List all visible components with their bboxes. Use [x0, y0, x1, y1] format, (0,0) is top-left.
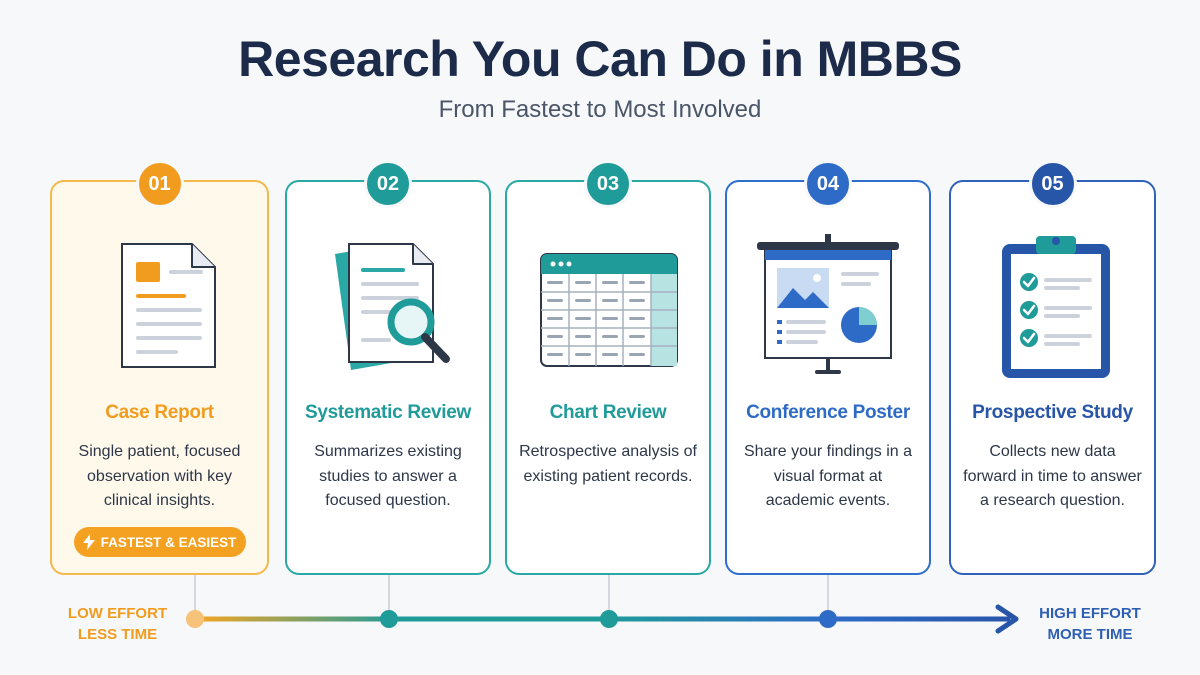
high-effort-label: HIGH EFFORT MORE TIME	[1030, 603, 1150, 645]
low-effort-line: LOW EFFORT	[67, 605, 168, 622]
milestone-dot	[186, 610, 204, 628]
card-title: Systematic Review	[305, 402, 471, 423]
card-description: Collects new data forward in time to ans…	[963, 443, 1142, 509]
card-prospective-study: 05 Prospective Study Collects	[949, 160, 1156, 575]
step-number-badge: 01	[135, 160, 184, 208]
card-chart-review: 03	[505, 160, 711, 575]
card-title: Prospective Study	[972, 402, 1133, 423]
milestone-dot	[819, 610, 837, 628]
less-time-line: LESS TIME	[77, 626, 158, 643]
milestone-dot	[380, 610, 398, 628]
lightning-icon	[82, 534, 95, 550]
card-title: Conference Poster	[746, 402, 910, 423]
card-description: Single patient, focused observation with…	[78, 443, 241, 509]
page-subtitle: From Fastest to Most Involved	[438, 96, 762, 123]
clipboard-checklist-icon	[978, 232, 1128, 382]
effort-axis	[186, 575, 1019, 634]
more-time-line: MORE TIME	[1047, 626, 1133, 643]
page-title: Research You Can Do in MBBS	[238, 31, 962, 87]
magnifier-documents-icon	[313, 232, 463, 382]
fastest-easiest-badge: FASTEST & EASIEST	[73, 527, 246, 557]
high-effort-line: HIGH EFFORT	[1039, 605, 1141, 622]
card-case-report: 01 Case Report Single patient, focused o…	[50, 160, 269, 575]
badge-label: FASTEST & EASIEST	[100, 534, 237, 550]
card-description: Summarizes existing studies to answer a …	[314, 443, 462, 509]
step-number-badge: 02	[364, 160, 412, 208]
arrow-head-icon	[995, 604, 1019, 634]
milestone-dot	[600, 610, 618, 628]
card-description: Retrospective analysis of existing patie…	[519, 443, 697, 485]
poster-board-icon	[753, 232, 903, 382]
card-systematic-review: 02 Systematic Review Summarizes existing…	[285, 160, 491, 575]
step-number-badge: 03	[584, 160, 632, 208]
spreadsheet-icon	[533, 232, 683, 382]
low-effort-label: LOW EFFORT LESS TIME	[60, 603, 175, 645]
step-number-badge: 04	[804, 160, 852, 208]
card-title: Chart Review	[549, 402, 667, 423]
step-number-badge: 05	[1028, 160, 1077, 208]
card-title: Case Report	[105, 402, 214, 423]
card-conference-poster: 04 Conference Poster Share your findings…	[725, 160, 931, 575]
document-icon	[85, 232, 235, 382]
card-description: Share your findings in a visual format a…	[743, 443, 913, 509]
